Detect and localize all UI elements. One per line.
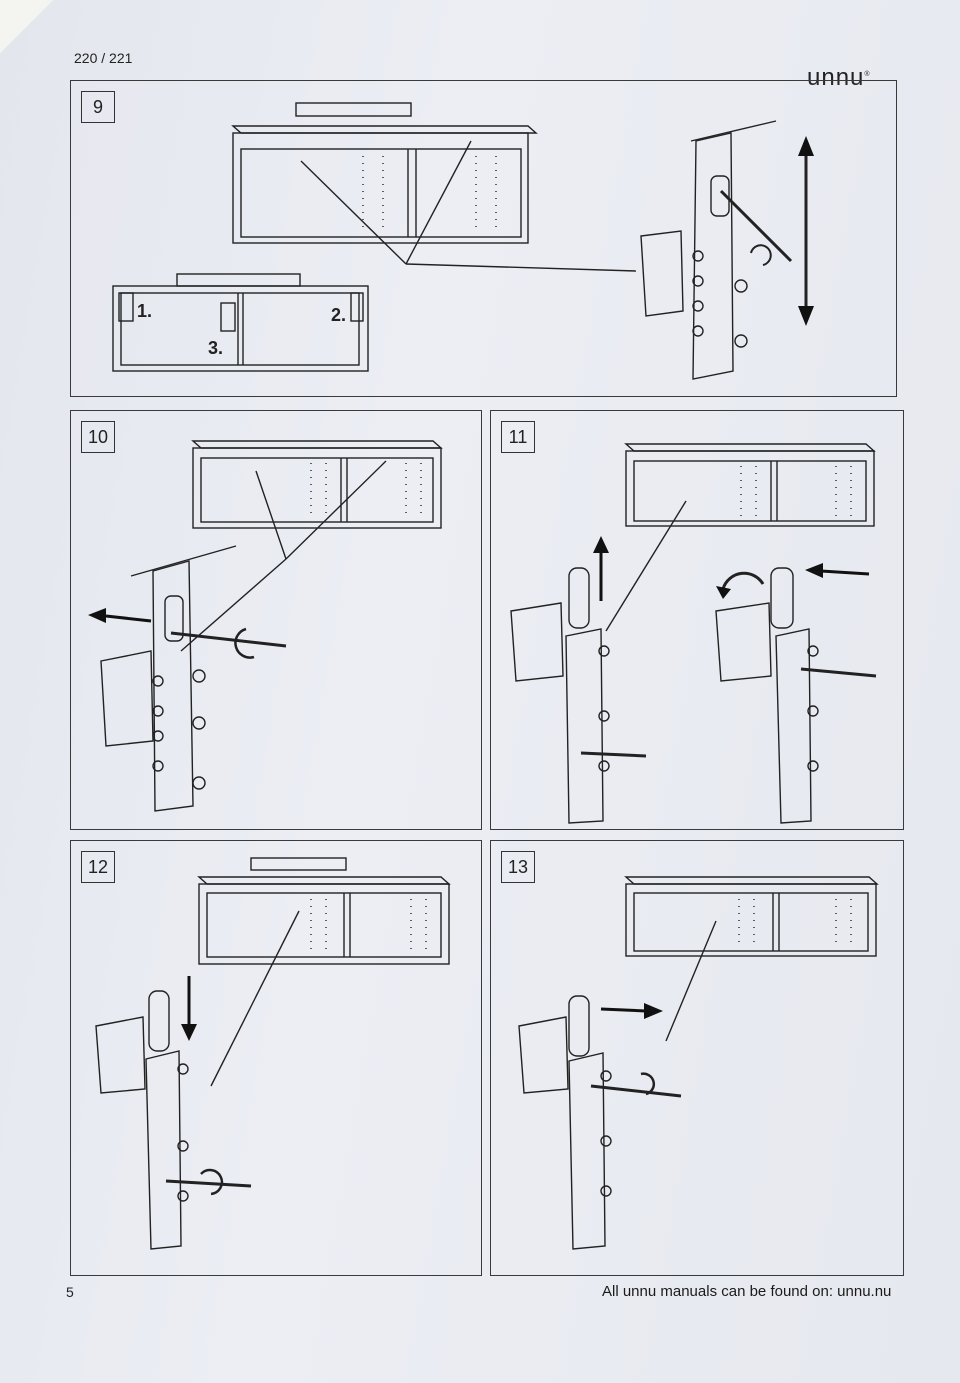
step-13-illustration [518, 876, 879, 1250]
brand-logo: unnu® [807, 64, 871, 92]
step-11-illustration [510, 443, 877, 824]
step-number-11: 11 [501, 421, 535, 453]
step-11-panel: 11 [490, 410, 904, 830]
step-number-10: 10 [81, 421, 115, 453]
step-number-9: 9 [81, 91, 115, 123]
step-number-13: 13 [501, 851, 535, 883]
step-10-illustration [88, 440, 443, 812]
step-12-panel: 12 [70, 840, 482, 1276]
hanger-label-1: 1. [137, 301, 152, 321]
step-13-panel: 13 [490, 840, 904, 1276]
brand-name: unnu [807, 64, 865, 91]
step-9-panel: 9 [70, 80, 897, 397]
page-number: 5 [66, 1284, 74, 1300]
step-10-panel: 10 [70, 410, 482, 830]
registered-mark: ® [864, 71, 871, 78]
step-12-illustration [95, 857, 451, 1250]
hanger-label-3: 3. [208, 338, 223, 358]
page-corner [0, 0, 60, 70]
step-number-12: 12 [81, 851, 115, 883]
footer-manuals-note: All unnu manuals can be found on: unnu.n… [602, 1283, 892, 1300]
step-9-illustration: 1. 2. 3. [112, 102, 814, 380]
hanger-label-2: 2. [331, 305, 346, 325]
page-range: 220 / 221 [74, 50, 133, 66]
